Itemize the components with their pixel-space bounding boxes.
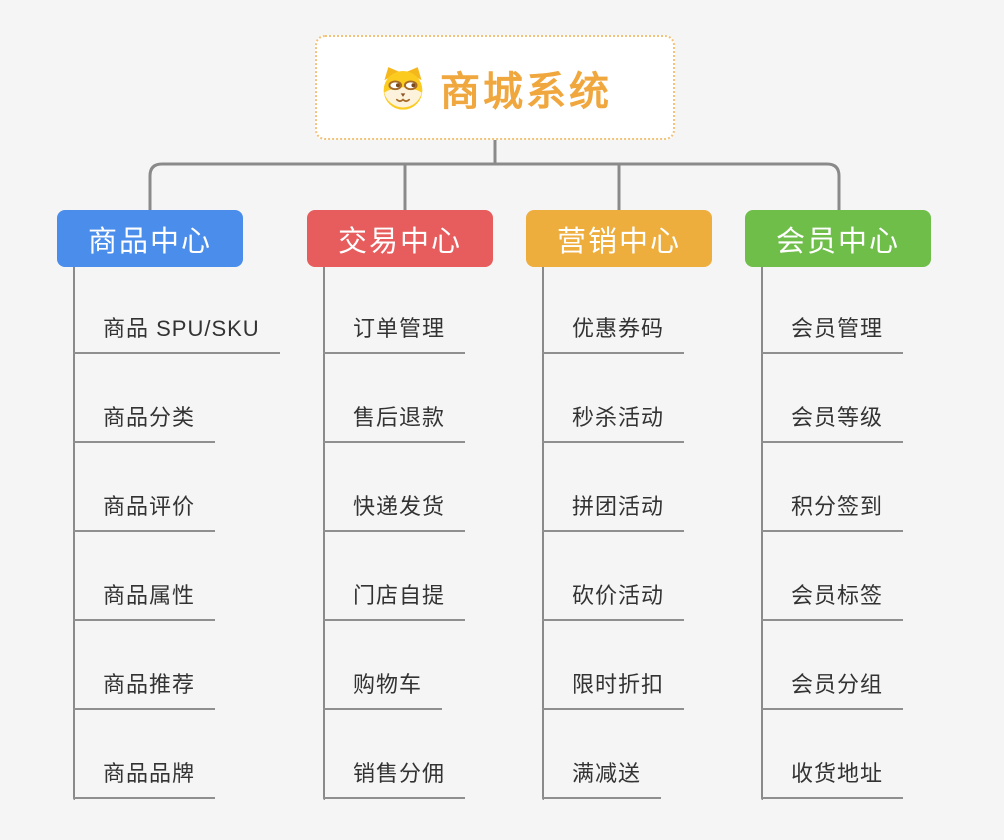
leaf-item[interactable]: 商品品牌 — [73, 710, 216, 799]
leaf-item[interactable]: 售后退款 — [323, 354, 466, 443]
branch-leaf-list: 优惠券码 秒杀活动 拼团活动 砍价活动 限时折扣 满减送 — [542, 267, 685, 799]
leaf-item[interactable]: 商品 SPU/SKU — [73, 267, 280, 354]
branch-leaf-list: 订单管理 售后退款 快递发货 门店自提 购物车 销售分佣 — [323, 267, 466, 799]
leaf-item[interactable]: 秒杀活动 — [542, 354, 685, 443]
leaf-item[interactable]: 会员分组 — [761, 621, 904, 710]
root-title: 商城系统 — [440, 69, 612, 114]
branch-node-button[interactable]: 营销中心 — [526, 210, 712, 267]
leaf-item[interactable]: 购物车 — [323, 621, 443, 710]
branch-node-button[interactable]: 商品中心 — [57, 210, 243, 267]
root-node[interactable]: 商城系统 — [315, 35, 675, 140]
leaf-item[interactable]: 满减送 — [542, 710, 662, 799]
branch-product-center: 商品中心 商品 SPU/SKU 商品分类 商品评价 商品属性 商品推荐 商品品牌 — [57, 210, 280, 800]
leaf-item[interactable]: 销售分佣 — [323, 710, 466, 799]
branch-trade-center: 交易中心 订单管理 售后退款 快递发货 门店自提 购物车 销售分佣 — [307, 210, 493, 800]
leaf-item[interactable]: 会员等级 — [761, 354, 904, 443]
leaf-item[interactable]: 商品分类 — [73, 354, 216, 443]
leaf-item[interactable]: 拼团活动 — [542, 443, 685, 532]
leaf-item[interactable]: 限时折扣 — [542, 621, 685, 710]
leaf-item[interactable]: 会员管理 — [761, 267, 904, 354]
dog-face-icon — [378, 64, 428, 112]
branch-marketing-center: 营销中心 优惠券码 秒杀活动 拼团活动 砍价活动 限时折扣 满减送 — [526, 210, 712, 800]
leaf-item[interactable]: 订单管理 — [323, 267, 466, 354]
branch-trunk-line — [761, 267, 763, 800]
branch-rail-line — [148, 162, 841, 210]
branch-member-center: 会员中心 会员管理 会员等级 积分签到 会员标签 会员分组 收货地址 — [745, 210, 931, 800]
leaf-item[interactable]: 门店自提 — [323, 532, 466, 621]
branch-node-button[interactable]: 交易中心 — [307, 210, 493, 267]
branch-trunk-line — [73, 267, 75, 800]
leaf-item[interactable]: 商品属性 — [73, 532, 216, 621]
leaf-item[interactable]: 砍价活动 — [542, 532, 685, 621]
leaf-item[interactable]: 商品评价 — [73, 443, 216, 532]
branch-leaf-list: 会员管理 会员等级 积分签到 会员标签 会员分组 收货地址 — [761, 267, 904, 799]
leaf-item[interactable]: 商品推荐 — [73, 621, 216, 710]
leaf-item[interactable]: 积分签到 — [761, 443, 904, 532]
leaf-item[interactable]: 优惠券码 — [542, 267, 685, 354]
branch-trunk-line — [542, 267, 544, 800]
branch-trunk-line — [323, 267, 325, 800]
leaf-item[interactable]: 会员标签 — [761, 532, 904, 621]
branch-leaf-list: 商品 SPU/SKU 商品分类 商品评价 商品属性 商品推荐 商品品牌 — [73, 267, 280, 799]
leaf-item[interactable]: 快递发货 — [323, 443, 466, 532]
leaf-item[interactable]: 收货地址 — [761, 710, 904, 799]
branch-node-button[interactable]: 会员中心 — [745, 210, 931, 267]
